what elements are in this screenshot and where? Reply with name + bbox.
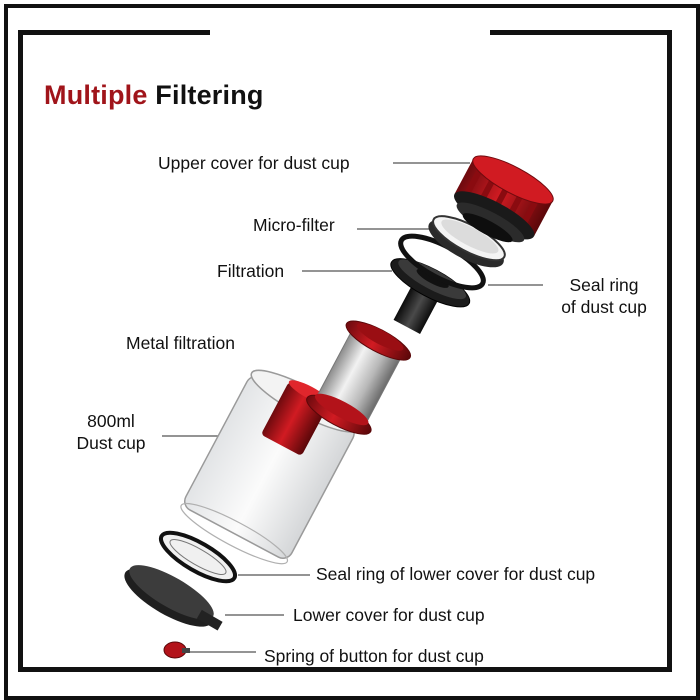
label-metal-filtration: Metal filtration: [126, 332, 235, 354]
label-seal-ring-dust-cup: Seal ring of dust cup: [548, 274, 660, 318]
label-dust-cup: 800ml Dust cup: [64, 410, 158, 454]
label-lower-cover: Lower cover for dust cup: [293, 604, 485, 626]
label-filtration: Filtration: [217, 260, 284, 282]
label-seal-ring-line2: of dust cup: [548, 296, 660, 318]
spring-part: [164, 642, 190, 658]
label-seal-ring-lower-cover: Seal ring of lower cover for dust cup: [316, 563, 595, 585]
label-dust-cup-line1: 800ml: [64, 410, 158, 432]
label-spring: Spring of button for dust cup: [264, 645, 484, 667]
label-micro-filter: Micro-filter: [253, 214, 335, 236]
label-seal-ring-line1: Seal ring: [548, 274, 660, 296]
label-upper-cover: Upper cover for dust cup: [158, 152, 350, 174]
label-dust-cup-line2: Dust cup: [64, 432, 158, 454]
